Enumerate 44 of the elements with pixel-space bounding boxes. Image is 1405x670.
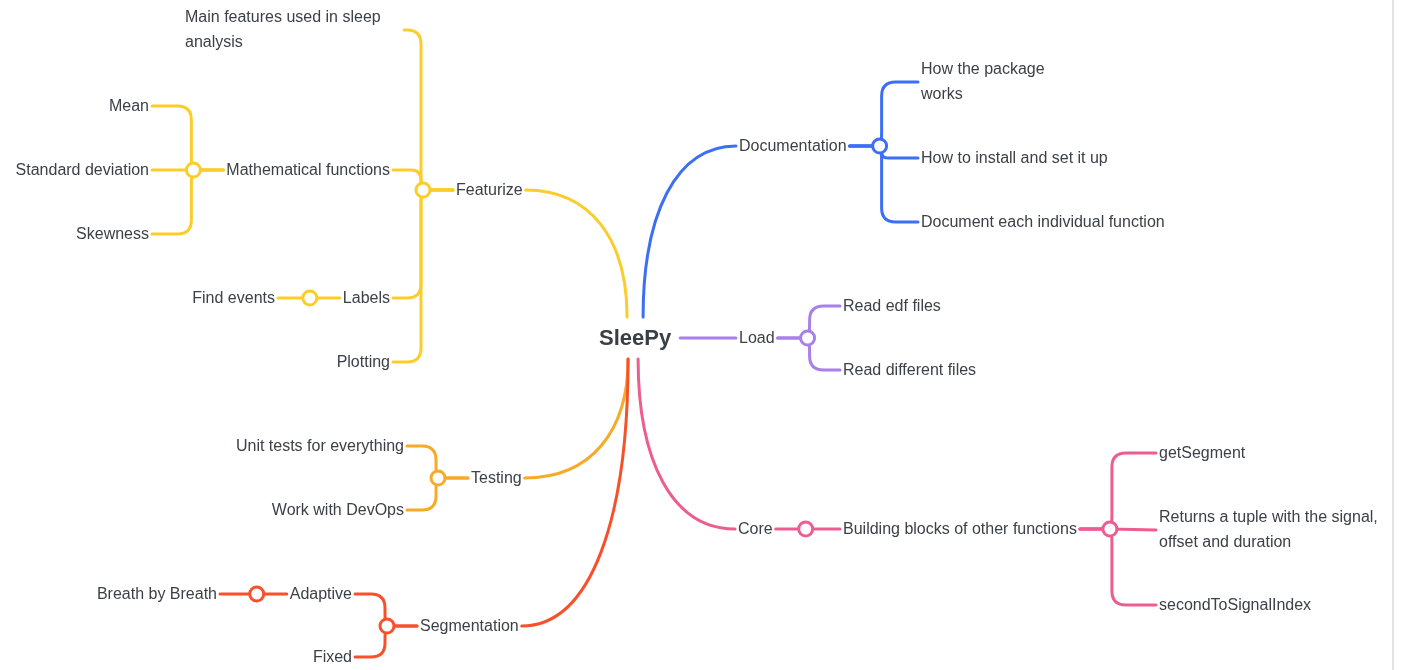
- branch-line: [848, 144, 920, 224]
- branch-line: [276, 296, 342, 300]
- topic-label: Breath by Breath: [93, 581, 220, 607]
- topic-label: Testing: [468, 465, 525, 491]
- topic-label: Building blocks of other functions: [840, 516, 1080, 542]
- topic-label: Read different files: [840, 357, 980, 383]
- topic-label: getSegment: [1156, 440, 1249, 466]
- topic-label: secondToSignalIndex: [1156, 592, 1315, 618]
- topic-label: Unit tests for everything: [232, 433, 407, 459]
- topic-label: Adaptive: [286, 581, 355, 607]
- branch-line: [353, 624, 419, 659]
- branch-line: [524, 188, 629, 319]
- branch-line: [641, 144, 738, 319]
- topic-label: Document each individual function: [918, 209, 1168, 235]
- branch-line: [405, 476, 470, 512]
- topic-label: How to install and set it up: [918, 145, 1111, 171]
- topic-label: Skewness: [73, 221, 152, 247]
- topic-label: Featurize: [453, 177, 526, 203]
- branch-line: [1078, 527, 1158, 607]
- topic-label: Core: [735, 516, 776, 542]
- branch-line: [774, 527, 842, 531]
- branch-line: [636, 357, 737, 531]
- branch-line: [520, 357, 630, 628]
- topic-label: Main features used in sleep analysis: [182, 5, 404, 55]
- topic-label: Load: [736, 325, 778, 351]
- topic-label: Documentation: [736, 133, 850, 159]
- branch-line: [150, 168, 225, 236]
- topic-label: Work with DevOps: [268, 497, 407, 523]
- branch-line: [776, 336, 842, 372]
- topic-label: How the package works: [918, 57, 1058, 107]
- topic-label: Mean: [105, 93, 152, 119]
- topic-label: Mathematical functions: [223, 157, 393, 183]
- topic-label: Plotting: [333, 349, 393, 375]
- topic-label: Returns a tuple with the signal, offset and duration: [1156, 505, 1402, 555]
- topic-label: Segmentation: [417, 613, 522, 639]
- topic-label: Standard deviation: [12, 157, 152, 183]
- central-topic: SleePy: [596, 320, 675, 356]
- branch-line: [678, 336, 738, 340]
- topic-label: Find events: [189, 285, 278, 311]
- branch-line: [391, 188, 455, 364]
- topic-label: Labels: [339, 285, 393, 311]
- branch-line: [218, 592, 289, 596]
- topic-label: Read edf files: [840, 293, 944, 319]
- topic-label: Fixed: [309, 644, 355, 670]
